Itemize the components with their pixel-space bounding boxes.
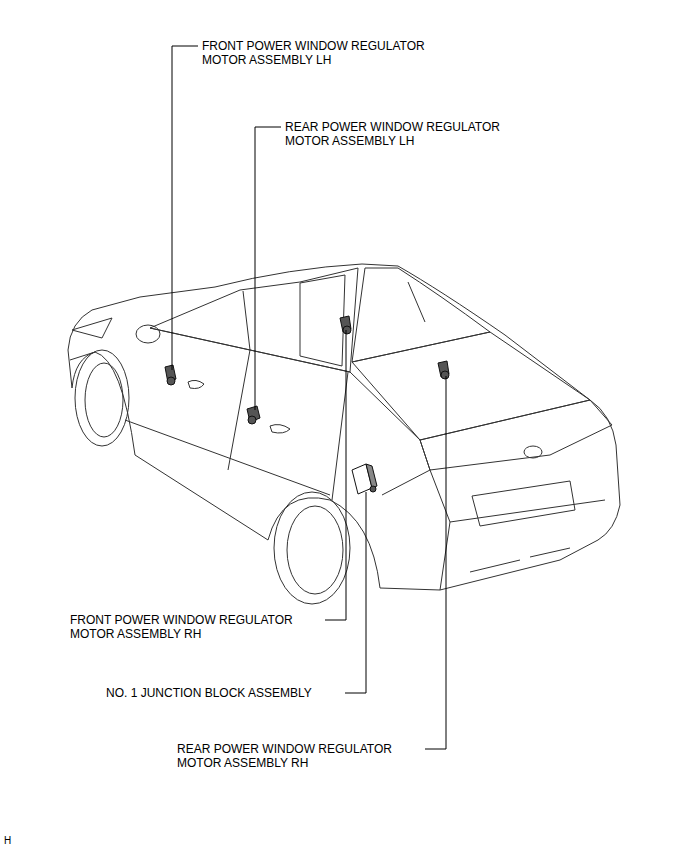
c-window [300,275,345,366]
front-door-handle [188,380,204,388]
motor-icon [438,361,449,379]
headlight [72,318,112,338]
rear-wheel-arch [268,498,380,588]
car-body [68,264,620,604]
plate-area [472,481,575,526]
rear-glass-line [408,282,425,322]
figure-code: H [4,834,11,848]
front-wheel [75,350,129,446]
motor-icon [165,365,176,385]
part-name: REAR POWER WINDOW REGULATOR MOTOR ASSEMB… [285,120,525,148]
rear-rim [287,506,343,594]
part-name: FRONT POWER WINDOW REGULATOR MOTOR ASSEM… [202,39,442,67]
junction-block-icon [352,464,377,494]
leader-line [425,376,446,749]
part-name: NO. 1 JUNCTION BLOCK ASSEMBLY [106,686,312,700]
trunk-lid [352,332,590,440]
rear-wheel [274,492,350,604]
side-windows [150,268,358,372]
leader-line [255,127,281,410]
rear-door-handle [270,425,290,433]
leader-line [172,46,198,370]
emblem [524,446,542,458]
tail-lights [420,400,612,470]
leader-line [325,330,346,620]
leader-lines [172,46,446,749]
rear-glass [352,268,490,362]
door-bottom [125,420,330,495]
front-rim [85,363,123,437]
part-name: FRONT POWER WINDOW REGULATOR MOTOR ASSEM… [70,613,310,641]
leader-line [345,492,366,693]
front-grille [70,352,95,360]
rear-quarter [350,372,430,495]
part-name: REAR POWER WINDOW REGULATOR MOTOR ASSEMB… [177,742,417,770]
bumper-line [440,522,450,590]
front-door-edge [228,350,250,470]
b-pillar [243,291,250,350]
motor-icon [247,406,260,424]
diffuser [470,548,570,572]
side-mirror [136,325,160,343]
sill-line [135,455,268,540]
body-outline [68,264,620,590]
rear-panel [430,470,605,522]
components [165,316,449,494]
